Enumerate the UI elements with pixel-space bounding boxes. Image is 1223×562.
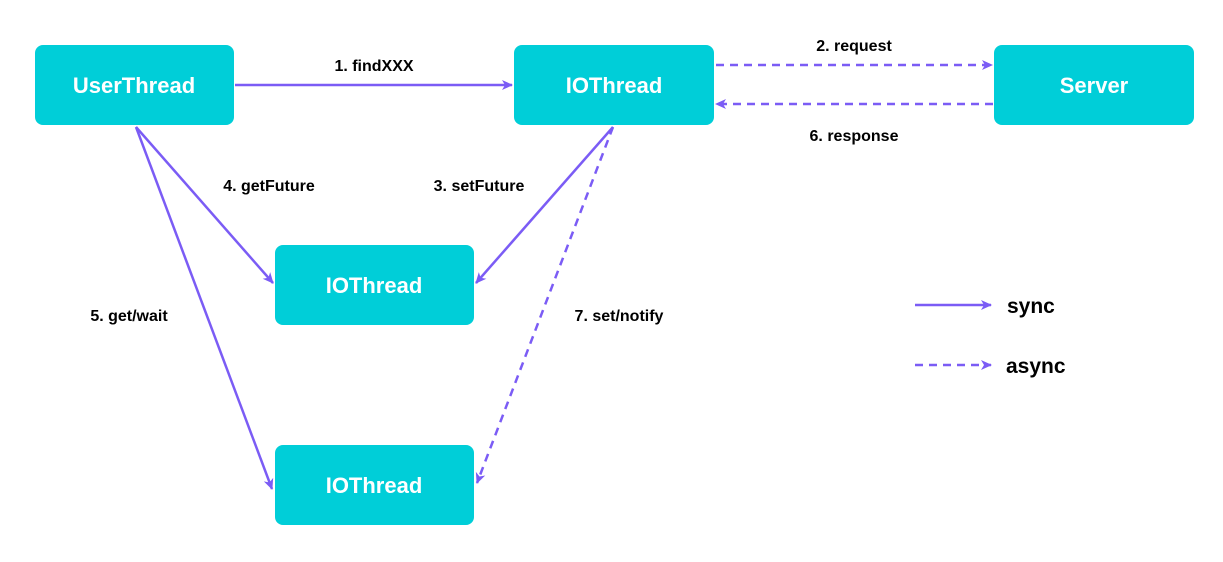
node-server-label: Server <box>1060 73 1129 98</box>
edge-set-future <box>475 126 614 284</box>
edge-find-label: 1. findXXX <box>334 58 413 75</box>
edge-request-label: 2. request <box>816 38 892 55</box>
edge-get-wait-label: 5. get/wait <box>90 308 168 325</box>
node-io-thread-top: IOThread <box>514 45 714 125</box>
edge-set-future-label: 3. setFuture <box>434 178 525 195</box>
node-user-thread-label: UserThread <box>73 73 195 98</box>
node-server: Server <box>994 45 1194 125</box>
legend: sync async <box>915 295 1066 378</box>
node-io-thread-top-label: IOThread <box>566 73 663 98</box>
edge-response-label: 6. response <box>810 128 899 145</box>
edge-set-notify <box>475 126 615 484</box>
node-user-thread: UserThread <box>35 45 234 125</box>
legend-sync-label: sync <box>1007 295 1055 318</box>
edge-get-future <box>135 126 274 284</box>
node-io-thread-bottom-label: IOThread <box>326 473 423 498</box>
node-io-thread-mid: IOThread <box>275 245 474 325</box>
node-io-thread-bottom: IOThread <box>275 445 474 525</box>
node-io-thread-mid-label: IOThread <box>326 273 423 298</box>
edge-get-future-label: 4. getFuture <box>223 178 315 195</box>
edge-get-wait <box>134 126 274 490</box>
legend-async-label: async <box>1006 355 1066 378</box>
edge-set-notify-label: 7. set/notify <box>575 308 664 325</box>
